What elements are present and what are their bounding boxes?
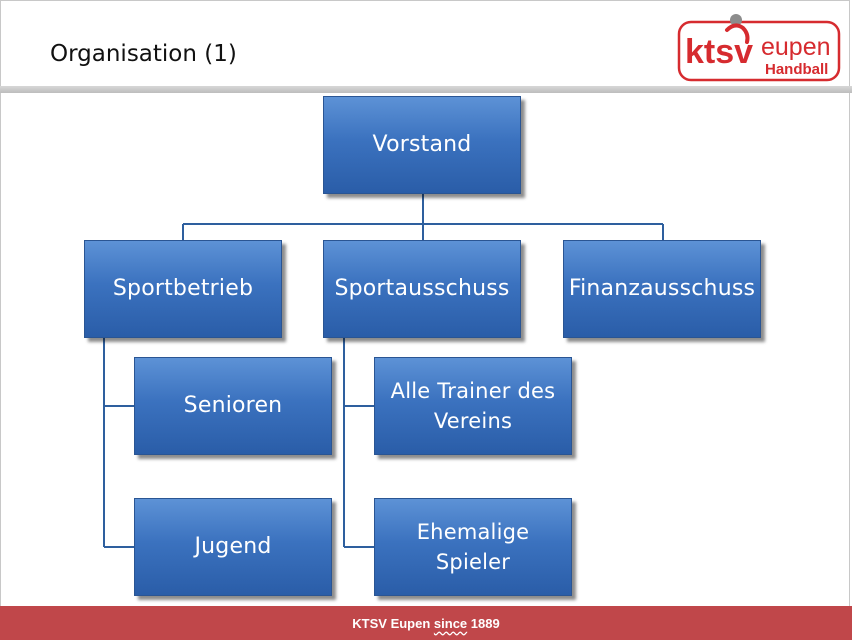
footer-text-flagged: since <box>433 615 468 631</box>
node-sportausschuss: Sportausschuss <box>323 240 521 338</box>
footer-year: 1889 <box>467 615 500 631</box>
slide-footer: KTSV Eupen since 1889 <box>0 606 852 640</box>
node-sportbetrieb: Sportbetrieb <box>84 240 282 338</box>
node-vorstand: Vorstand <box>323 96 521 194</box>
footer-text: KTSV Eupen <box>352 615 434 631</box>
logo-ball-icon <box>730 14 742 26</box>
logo-sport: Handball <box>765 61 828 78</box>
logo-player-icon <box>725 23 750 44</box>
connector-sportbetrieb-children <box>103 338 134 548</box>
node-alle-trainer: Alle Trainer des Vereins <box>374 357 572 455</box>
node-ehemalige-spieler: Ehemalige Spieler <box>374 498 572 596</box>
node-finanzausschuss: Finanzausschuss <box>563 240 761 338</box>
connector-sportausschuss-children <box>343 338 374 548</box>
logo-city: eupen <box>761 33 831 61</box>
slide-title: Organisation (1) <box>50 41 237 67</box>
title-divider <box>0 86 852 93</box>
node-senioren: Senioren <box>134 357 332 455</box>
ktsv-eupen-logo: ktsv eupen Handball <box>677 14 841 82</box>
connector-root-to-row <box>182 194 664 240</box>
logo-brand: ktsv <box>685 33 753 71</box>
node-jugend: Jugend <box>134 498 332 596</box>
